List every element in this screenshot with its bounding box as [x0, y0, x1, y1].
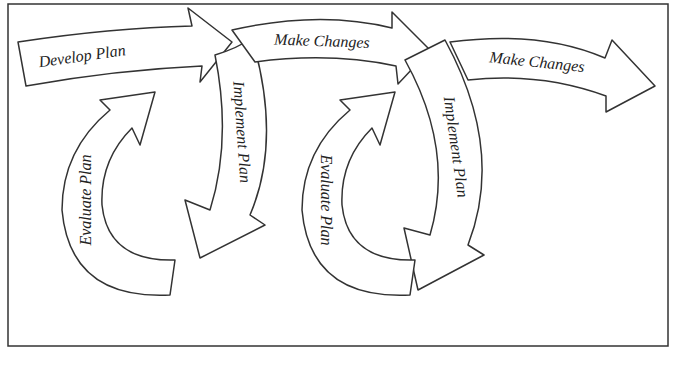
arrow-text: Evaluate Plan: [317, 154, 335, 245]
arrow-path: [302, 92, 415, 295]
arrow-path: [62, 92, 175, 295]
arrow-shape: Make Changes: [446, 24, 660, 116]
arrow-label: Evaluate Plan: [317, 130, 335, 270]
arrow-text: Make Changes: [274, 31, 370, 52]
arrow-label: Evaluate Plan: [77, 130, 95, 270]
arrow-outline: [14, 4, 238, 90]
arrow-shape: Evaluate Plan: [294, 80, 419, 304]
arrow-shape: Implement Plan: [180, 34, 290, 264]
arrow-path: [232, 12, 430, 84]
frame-border: [8, 4, 668, 346]
arrow-outline: [294, 80, 419, 304]
arrow-path: [18, 8, 232, 86]
arrow-shape: Make Changes: [228, 6, 434, 88]
arrow-text: Evaluate Plan: [77, 154, 95, 245]
arrow-path: [185, 38, 267, 258]
arrow-path: [450, 38, 655, 112]
arrow-shape: Evaluate Plan: [55, 85, 180, 305]
arrow-shape: Develop Plan: [14, 4, 238, 90]
arrow-outline: [55, 85, 180, 305]
